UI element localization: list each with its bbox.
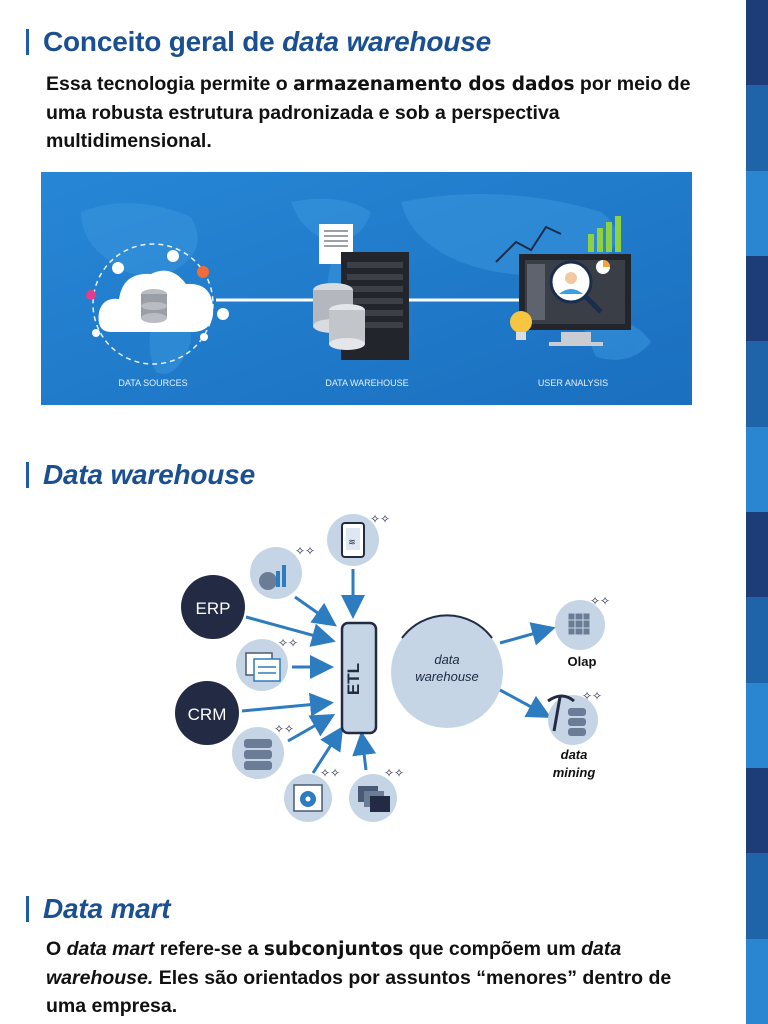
mining-label-1: data (561, 747, 588, 762)
etl-diagram: ERP CRM ✧✧ ≋ ✧✧ ✧✧ ✧✧ ✧✧ (175, 512, 610, 822)
section-heading-datamart: Data mart (26, 893, 171, 925)
svg-text:✧✧: ✧✧ (384, 766, 404, 780)
para-highlight: subconjuntos (263, 939, 404, 960)
para-italic: data warehouse. (46, 938, 622, 989)
mining-label-2: mining (553, 765, 596, 780)
datamart-paragraph: O data mart refere-se a subconjuntos que… (46, 935, 706, 1020)
section-title-dw: Data warehouse (43, 459, 255, 491)
olap-label: Olap (568, 654, 597, 669)
svg-text:✧✧: ✧✧ (590, 594, 610, 608)
svg-text:✧✧: ✧✧ (320, 766, 340, 780)
svg-text:✧✧: ✧✧ (274, 722, 294, 736)
data-mining-icon: ✧✧ (547, 689, 602, 745)
folders-source-icon: ✧✧ (349, 766, 404, 822)
para-text: por meio de uma robusta estrutura padron… (46, 73, 691, 152)
server-icon (313, 224, 409, 360)
etl-box (340, 621, 378, 735)
spreadsheet-source-icon: ✧✧ (236, 636, 298, 691)
label-data-sources: DATA SOURCES (118, 378, 187, 388)
etl-arrows (241, 569, 556, 774)
section-heading-dw: Data warehouse (26, 459, 255, 491)
heading-bar (26, 462, 29, 488)
dw-label-2: warehouse (415, 669, 479, 684)
svg-text:≋: ≋ (348, 537, 356, 547)
svg-text:✧✧: ✧✧ (295, 544, 315, 558)
intro-paragraph: Essa tecnologia permite o armazenamento … (46, 70, 706, 155)
para-highlight: armazenamento dos dados (293, 74, 575, 95)
label-data-warehouse: DATA WAREHOUSE (325, 378, 408, 388)
label-user-analysis: USER ANALYSIS (538, 378, 608, 388)
para-text: refere-se a (154, 938, 264, 960)
page-title: Conceito geral de data warehouse (43, 26, 491, 58)
database-source-icon: ✧✧ (232, 722, 294, 779)
para-italic: data mart (66, 938, 155, 960)
svg-text:✧✧: ✧✧ (582, 689, 602, 703)
dw-label-1: data (434, 652, 459, 667)
olap-cube-icon: ✧✧ (555, 594, 610, 650)
svg-text:✧✧: ✧✧ (370, 512, 390, 526)
heading-bar (26, 896, 29, 922)
title-italic: data warehouse (282, 26, 491, 57)
cloud-icon (86, 243, 229, 365)
chart-source-icon: ✧✧ (250, 544, 315, 599)
section-heading-concept: Conceito geral de data warehouse (26, 26, 491, 58)
title-plain: Conceito geral de (43, 26, 283, 57)
section-title-datamart: Data mart (43, 893, 171, 925)
crm-label: CRM (188, 705, 227, 724)
erp-label: ERP (196, 599, 231, 618)
crm-node (175, 681, 239, 745)
etl-label: ETL (344, 663, 363, 695)
side-stripe (746, 0, 768, 1024)
para-text: O (46, 938, 67, 960)
para-text: Eles são orientados por assuntos “menore… (46, 967, 672, 1017)
svg-text:✧✧: ✧✧ (278, 636, 298, 650)
erp-node (181, 575, 245, 639)
disc-source-icon: ✧✧ (284, 766, 340, 822)
tablet-source-icon: ≋ ✧✧ (327, 512, 390, 566)
heading-bar (26, 29, 29, 55)
para-text: Essa tecnologia permite o (46, 73, 294, 95)
section-title-text: Data mart (43, 893, 171, 924)
para-text: que compõem um (403, 938, 582, 960)
monitor-icon (495, 216, 631, 346)
section-title-text: Data warehouse (43, 459, 255, 490)
dw-node (391, 616, 503, 728)
data-warehouse-banner: DATA SOURCES DATA WAREHOUSE USER ANALYSI… (41, 172, 692, 405)
